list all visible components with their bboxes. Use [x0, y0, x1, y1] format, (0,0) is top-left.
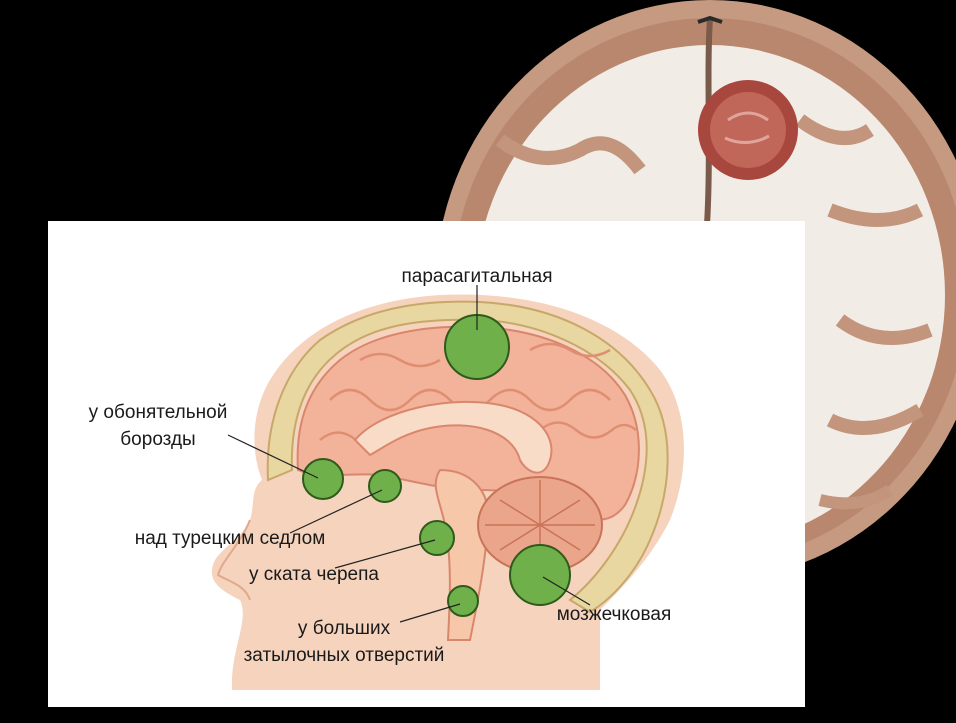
- coronal-tumor: [698, 80, 798, 180]
- tumor-clivus: [420, 521, 454, 555]
- label-foramen-2: затылочных отверстий: [244, 645, 445, 666]
- tumor-olfactory: [303, 459, 343, 499]
- tumor-foramen: [448, 586, 478, 616]
- label-olfactory-1: у обонятельной: [89, 402, 228, 423]
- label-clivus: у ската черепа: [249, 564, 379, 585]
- tumor-sella: [369, 470, 401, 502]
- label-cerebellar: мозжечковая: [557, 604, 672, 625]
- label-parasagittal: парасагитальная: [402, 266, 553, 287]
- label-sella: над турецким седлом: [135, 528, 326, 549]
- tumor-cerebellar: [510, 545, 570, 605]
- sagittal-panel: парасагитальная у обонятельной борозды н…: [48, 221, 805, 707]
- label-olfactory-2: борозды: [120, 429, 195, 450]
- label-foramen-1: у больших: [298, 618, 391, 639]
